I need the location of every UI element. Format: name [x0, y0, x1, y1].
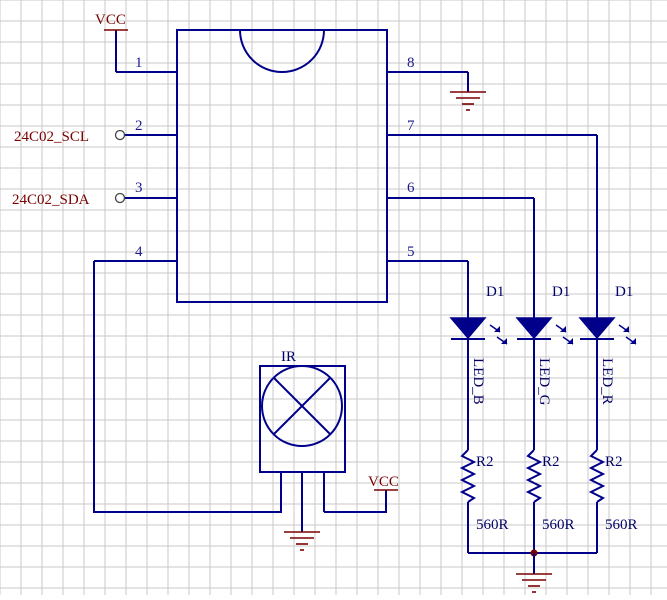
ic-body: [176, 29, 388, 303]
led-triangle: [449, 317, 487, 340]
led-name-label: LED_G: [536, 358, 552, 406]
ic-notch: [239, 29, 325, 73]
ground-icon: [516, 553, 552, 593]
led-triangle: [515, 317, 553, 340]
emit-arrowhead: [630, 338, 636, 344]
pin-8-number: 8: [407, 55, 415, 71]
emit-arrowhead: [623, 326, 629, 332]
pin-2-number: 2: [135, 118, 143, 134]
emit-arrowhead: [567, 338, 573, 344]
resistor-value-label: 560R: [605, 517, 638, 533]
ir-receiver-icon[interactable]: [259, 365, 387, 532]
ground-icon: [284, 531, 320, 551]
resistor-icon[interactable]: [525, 449, 543, 503]
vcc-top-label: VCC: [95, 12, 126, 28]
pin-3-number: 3: [135, 180, 143, 196]
net-port-icon[interactable]: [114, 192, 126, 204]
resistor-ref-label: R2: [542, 454, 560, 470]
resistor-value-label: 560R: [542, 517, 575, 533]
pin-1-number: 1: [135, 55, 143, 71]
ir-label: IR: [281, 349, 296, 365]
vcc-ir-label: VCC: [368, 474, 399, 490]
net-port-icon[interactable]: [114, 129, 126, 141]
emit-arrowhead: [501, 338, 507, 344]
led-ref-label: D1: [552, 284, 570, 300]
led-icon[interactable]: [449, 317, 508, 345]
emit-arrowhead: [560, 326, 566, 332]
led-name-label: LED_R: [599, 358, 615, 405]
led-triangle: [578, 317, 616, 340]
resistor-icon[interactable]: [588, 449, 606, 503]
sda-net-label: 24C02_SDA: [12, 192, 90, 208]
emit-arrowhead: [494, 326, 500, 332]
ic-chip[interactable]: [176, 29, 388, 303]
ic-pins: [94, 71, 597, 262]
ground-icon: [450, 72, 486, 111]
pin-4-wire: [93, 261, 282, 513]
led-ref-label: D1: [486, 284, 504, 300]
vcc-power-icon: [104, 29, 128, 72]
pin-5-number: 5: [407, 244, 415, 260]
led-ref-label: D1: [615, 284, 633, 300]
resistor-ref-label: R2: [476, 454, 494, 470]
resistor-ref-label: R2: [605, 454, 623, 470]
scl-net-label: 24C02_SCL: [14, 129, 89, 145]
pin-7-number: 7: [407, 118, 415, 134]
led-name-label: LED_B: [470, 358, 486, 405]
resistor-value-label: 560R: [476, 517, 509, 533]
resistor-icon[interactable]: [459, 449, 477, 503]
pin-6-number: 6: [407, 180, 415, 196]
pin-4-number: 4: [135, 244, 143, 260]
